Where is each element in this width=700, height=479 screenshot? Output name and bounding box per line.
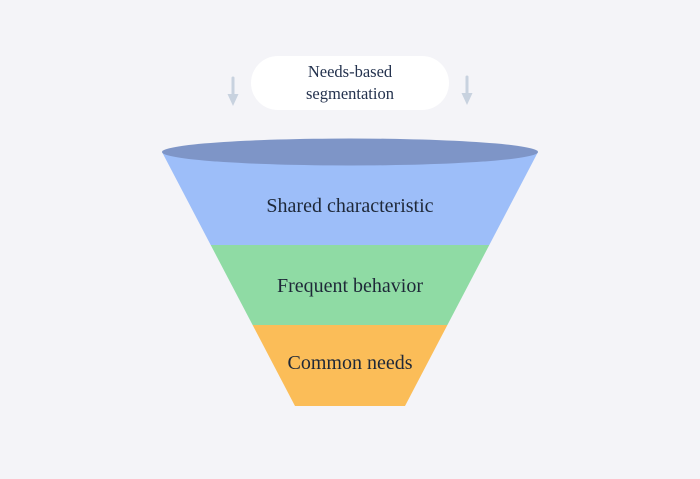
down-arrow-icon xyxy=(461,75,473,105)
down-arrow-icon xyxy=(227,76,239,106)
funnel-segment-frequent-behavior xyxy=(210,245,490,325)
funnel-segment-shared-characteristic xyxy=(162,152,538,245)
funnel-segment-label-common-needs: Common needs xyxy=(288,352,413,374)
funnel-title: Needs-based segmentation xyxy=(306,61,394,103)
funnel-top-ellipse xyxy=(162,138,538,166)
funnel-segment-label-shared-characteristic: Shared characteristic xyxy=(266,195,433,217)
funnel-title-pill: Needs-based segmentation xyxy=(251,56,449,110)
funnel-segment-label-frequent-behavior: Frequent behavior xyxy=(277,275,423,297)
funnel-segment-common-needs xyxy=(252,325,448,406)
down-arrow-head xyxy=(227,94,239,106)
down-arrow-head xyxy=(461,93,473,105)
